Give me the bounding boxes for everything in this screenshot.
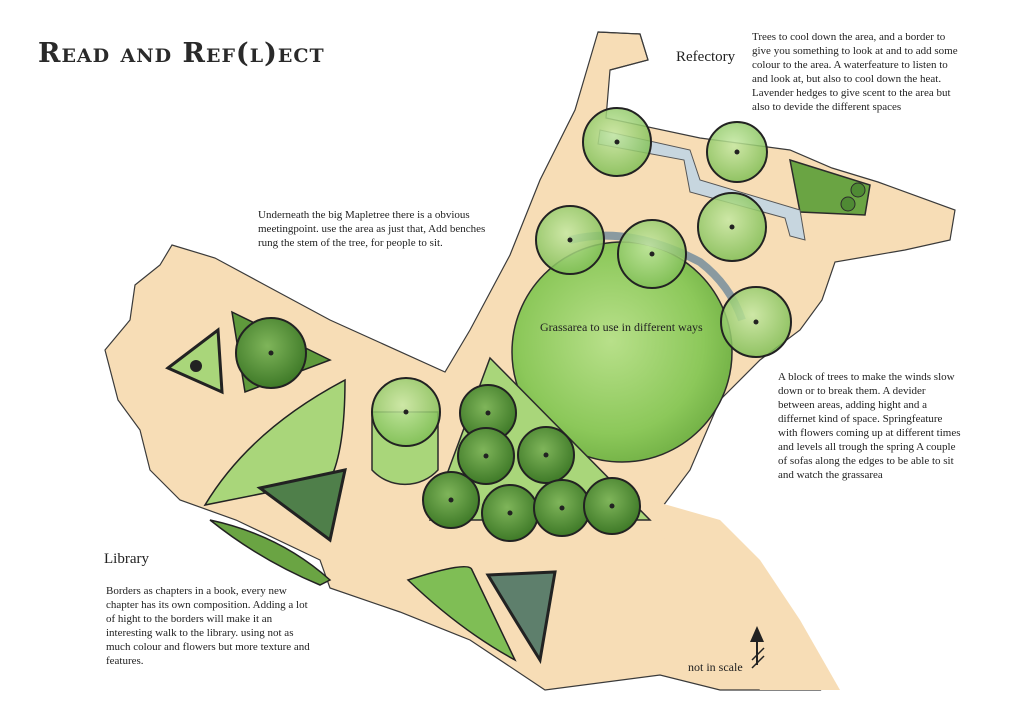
library-tree bbox=[235, 317, 307, 389]
tree bbox=[720, 286, 792, 358]
water-feature bbox=[597, 129, 806, 241]
tree bbox=[582, 107, 652, 177]
corner-shrub-1 bbox=[850, 182, 866, 198]
border-lower-right bbox=[485, 570, 557, 665]
tree bbox=[583, 477, 641, 535]
label-library: Library bbox=[104, 551, 149, 567]
tree bbox=[533, 479, 591, 537]
tree bbox=[535, 205, 605, 275]
label-scale: not in scale bbox=[688, 660, 743, 674]
tree bbox=[517, 426, 575, 484]
refectory-trees bbox=[535, 107, 792, 358]
border-wedge-large bbox=[203, 378, 346, 507]
tree bbox=[706, 121, 768, 183]
tree-block bbox=[422, 384, 641, 542]
corner-shrub-2 bbox=[840, 196, 856, 212]
tree bbox=[697, 192, 767, 262]
note-library: Borders as chapters in a book, every new… bbox=[106, 585, 310, 667]
refectory-edge bbox=[597, 31, 649, 71]
border-lower-left bbox=[209, 519, 332, 586]
paving-spur bbox=[650, 500, 840, 690]
north-arrow-icon bbox=[750, 626, 765, 669]
label-grassarea: Grassarea to use in different ways bbox=[540, 320, 703, 334]
note-trees: A block of trees to make the winds slow … bbox=[778, 371, 961, 481]
maple-tree bbox=[371, 377, 441, 447]
tree bbox=[481, 484, 539, 542]
label-refectory: Refectory bbox=[676, 49, 736, 65]
border-wedge-dark bbox=[256, 468, 347, 543]
border-lower-mid bbox=[406, 565, 517, 662]
tree bbox=[457, 427, 515, 485]
tree bbox=[617, 219, 687, 289]
page-title: Read and Ref(l)ect bbox=[38, 38, 325, 69]
note-maple: Underneath the big Mapletree there is a … bbox=[258, 209, 486, 249]
tree bbox=[422, 471, 480, 529]
note-refectory: Trees to cool down the area, and a borde… bbox=[752, 31, 958, 113]
